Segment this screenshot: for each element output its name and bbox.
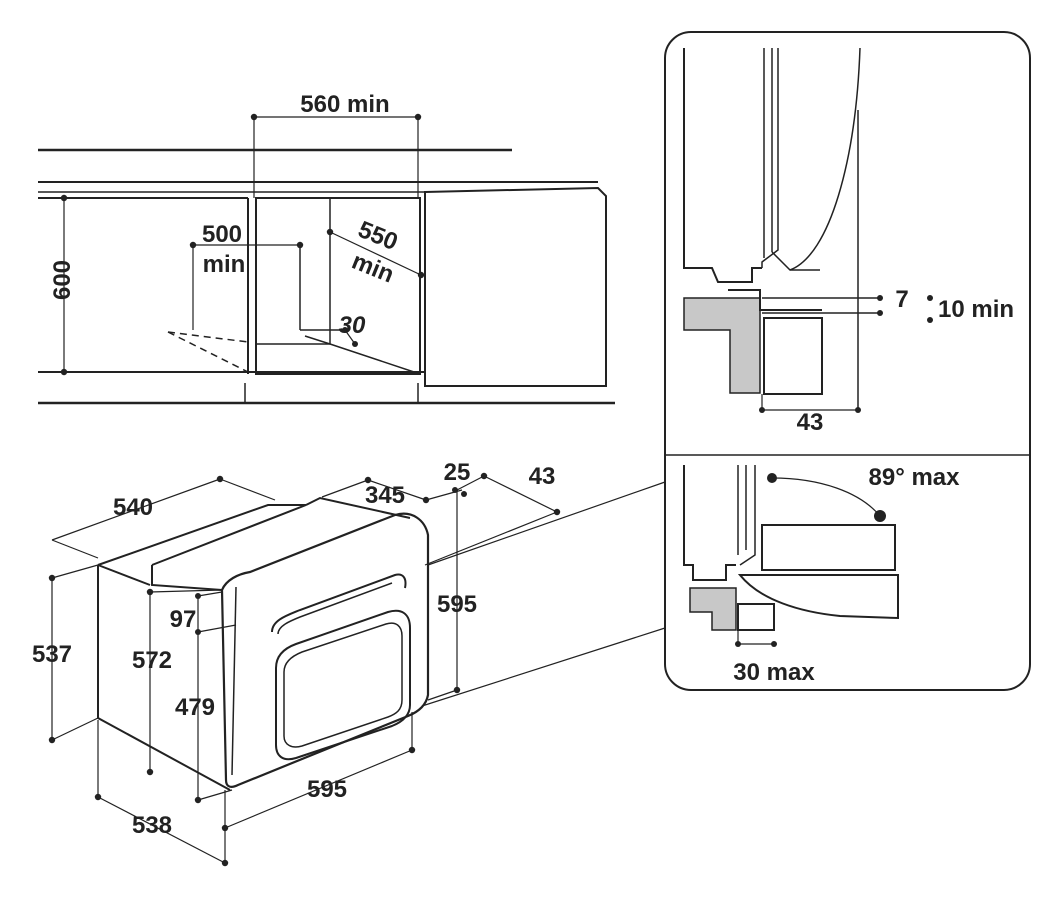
- dim-572: 572: [132, 647, 172, 674]
- dim-595-height: 595: [437, 591, 477, 618]
- dim-89-max: 89° max: [869, 464, 961, 491]
- dim-345: 345: [365, 482, 405, 509]
- dim-560-min: 560 min: [300, 91, 389, 118]
- dim-10-min: 10 min: [938, 296, 1014, 323]
- dim-43-detail: 43: [797, 409, 824, 436]
- dim-537: 537: [32, 641, 72, 668]
- dim-30-max: 30 max: [733, 659, 815, 686]
- dim-25: 25: [444, 459, 471, 486]
- dim-500-min: min: [203, 251, 246, 278]
- detail-top-section: 7 10 min 43: [683, 47, 1014, 436]
- dim-30: 30: [339, 312, 366, 339]
- dim-538: 538: [132, 812, 172, 839]
- dim-7: 7: [895, 286, 908, 313]
- detail-panel: 7 10 min 43 89° max: [664, 31, 1031, 691]
- oven-view: 540 345 25 43 595 537: [32, 459, 666, 867]
- dim-600: 600: [49, 260, 76, 300]
- niche-view: 560 min 600 500 min 550 min 30: [38, 91, 615, 405]
- dim-479: 479: [175, 694, 215, 721]
- dim-595-width: 595: [307, 776, 347, 803]
- detail-bottom-section: 89° max 30 max: [683, 464, 961, 686]
- dim-43: 43: [529, 463, 556, 490]
- dim-97: 97: [170, 606, 197, 633]
- dim-540: 540: [113, 494, 153, 521]
- dim-500: 500: [202, 221, 242, 248]
